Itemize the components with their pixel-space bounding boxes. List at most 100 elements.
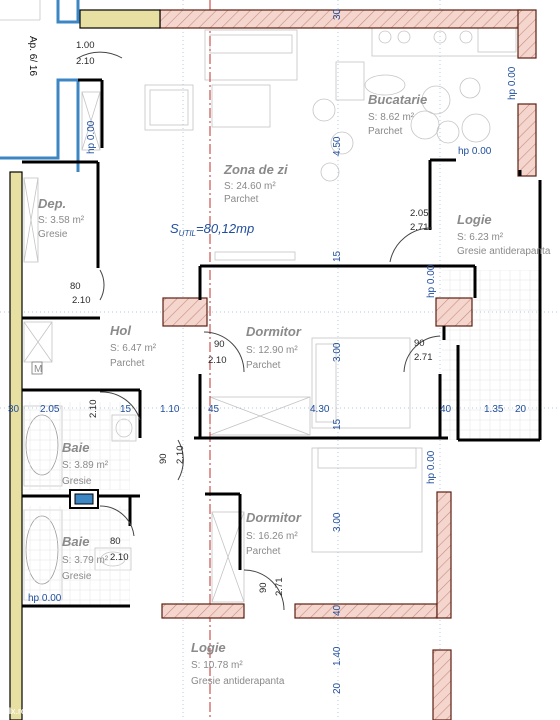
hp-labels: hp 0.00 hp 0.00 hp 0.00 hp 0.00 hp 0.00 … — [28, 66, 518, 604]
apartment-label: Ap. 6/ 16 — [27, 36, 38, 76]
meter-box — [31, 361, 43, 375]
svg-text:3.00: 3.00 — [332, 512, 343, 532]
svg-text:Zona de zi: Zona de zi — [223, 162, 288, 177]
svg-text:S: 6.23 m²: S: 6.23 m² — [457, 232, 504, 243]
svg-text:3.00: 3.00 — [332, 342, 343, 362]
svg-text:2.05: 2.05 — [40, 404, 60, 415]
svg-text:Logie: Logie — [457, 212, 492, 227]
svg-text:Parchet: Parchet — [246, 360, 281, 371]
room-zona-de-zi: Zona de zi S: 24.60 m² Parchet — [223, 162, 288, 205]
svg-text:hp 0.00: hp 0.00 — [28, 593, 62, 604]
svg-text:80: 80 — [70, 281, 81, 292]
svg-text:Gresie: Gresie — [62, 476, 92, 487]
svg-text:S: 12.90 m²: S: 12.90 m² — [246, 345, 298, 356]
svg-text:90: 90 — [214, 339, 225, 350]
svg-text:1.35: 1.35 — [484, 404, 504, 415]
vertical-dimensions: 30 4.50 15 3.00 15 3.00 40 1.40 20 — [332, 8, 343, 694]
structural-elements — [159, 9, 537, 720]
room-bucatarie: Bucatarie S: 8.62 m² Parchet — [368, 92, 427, 137]
svg-text:Logie: Logie — [191, 640, 226, 655]
door-labels: 1.00 2.10 80 2.10 2.05 2.71 90 2.10 90 2… — [70, 40, 433, 596]
total-area-label: SUTIL=80,12mp — [170, 221, 254, 238]
svg-text:4.50: 4.50 — [332, 136, 343, 156]
svg-text:Baie: Baie — [62, 440, 89, 455]
bath1-tile-floor — [20, 402, 130, 490]
svg-text:Baie: Baie — [62, 534, 89, 549]
svg-text:hp 0.00: hp 0.00 — [507, 66, 518, 100]
svg-text:Parchet: Parchet — [224, 194, 259, 205]
svg-text:15: 15 — [332, 418, 343, 430]
svg-text:15: 15 — [120, 404, 132, 415]
svg-text:hp 0.00: hp 0.00 — [426, 450, 437, 484]
svg-text:Dormitor: Dormitor — [246, 510, 302, 525]
svg-text:Parchet: Parchet — [246, 546, 281, 557]
svg-text:30: 30 — [8, 404, 20, 415]
svg-text:S: 3.58 m²: S: 3.58 m² — [38, 215, 85, 226]
watermark: olx.ro — [4, 706, 26, 716]
door-swings — [77, 51, 441, 611]
room-logie-1: Logie S: 6.23 m² Gresie antiderapanta — [457, 212, 551, 257]
svg-text:Hol: Hol — [110, 323, 131, 338]
room-logie-2: Logie S: 10.78 m² Gresie antiderapanta — [191, 640, 285, 687]
svg-text:2.71: 2.71 — [410, 222, 429, 233]
wall-yellow-top — [79, 9, 161, 29]
svg-text:Bucatarie: Bucatarie — [368, 92, 427, 107]
svg-text:2.71: 2.71 — [274, 578, 285, 597]
svg-text:90: 90 — [158, 453, 169, 464]
window-left — [0, 0, 80, 172]
svg-text:S: 6.47 m²: S: 6.47 m² — [110, 343, 157, 354]
svg-text:Dormitor: Dormitor — [246, 324, 302, 339]
meter-label: M — [34, 364, 42, 375]
svg-text:1.10: 1.10 — [160, 404, 180, 415]
svg-text:20: 20 — [332, 682, 343, 694]
dimension-row: 30 2.05 15 1.10 45 4.30 40 1.35 20 — [8, 404, 527, 415]
bath2-tile-floor — [20, 506, 130, 606]
svg-text:Parchet: Parchet — [110, 358, 145, 369]
svg-text:30: 30 — [332, 8, 343, 20]
svg-text:2.10: 2.10 — [208, 355, 227, 366]
svg-text:15: 15 — [332, 250, 343, 262]
svg-text:Parchet: Parchet — [368, 126, 403, 137]
svg-text:Gresie antiderapanta: Gresie antiderapanta — [191, 676, 285, 687]
svg-text:Gresie: Gresie — [38, 229, 68, 240]
svg-text:2.71: 2.71 — [414, 352, 433, 363]
svg-text:hp 0.00: hp 0.00 — [458, 146, 492, 157]
room-hol: Hol S: 6.47 m² Parchet — [110, 323, 157, 369]
room-dormitor-2: Dormitor S: 16.26 m² Parchet — [246, 510, 302, 557]
svg-text:20: 20 — [515, 404, 527, 415]
svg-text:1.00: 1.00 — [76, 40, 95, 51]
svg-text:S: 10.78 m²: S: 10.78 m² — [191, 660, 243, 671]
svg-text:2.10: 2.10 — [76, 56, 95, 67]
room-dormitor-1: Dormitor S: 12.90 m² Parchet — [246, 324, 302, 371]
svg-text:S: 24.60 m²: S: 24.60 m² — [224, 181, 276, 192]
svg-text:Gresie: Gresie — [62, 571, 92, 582]
svg-text:2.10: 2.10 — [72, 295, 91, 306]
svg-text:S: 3.79 m²: S: 3.79 m² — [62, 555, 109, 566]
svg-text:40: 40 — [440, 404, 452, 415]
svg-text:hp 0.00: hp 0.00 — [86, 120, 97, 154]
svg-text:80: 80 — [110, 536, 121, 547]
svg-text:4.30: 4.30 — [310, 404, 330, 415]
room-baie-1: Baie S: 3.89 m² Gresie — [62, 440, 109, 487]
svg-text:45: 45 — [208, 404, 220, 415]
walls — [22, 78, 542, 608]
svg-text:Dep.: Dep. — [38, 196, 66, 211]
svg-text:hp 0.00: hp 0.00 — [426, 264, 437, 298]
svg-text:40: 40 — [332, 604, 343, 616]
wall-yellow-left — [9, 171, 23, 720]
svg-text:2.10: 2.10 — [110, 552, 129, 563]
svg-text:S: 3.89 m²: S: 3.89 m² — [62, 460, 109, 471]
svg-text:2.05: 2.05 — [410, 208, 429, 219]
room-dep: Dep. S: 3.58 m² Gresie — [38, 196, 85, 240]
svg-text:90: 90 — [258, 582, 269, 593]
svg-text:90: 90 — [414, 338, 425, 349]
shaft-inner — [74, 493, 94, 505]
room-baie-2: Baie S: 3.79 m² Gresie — [62, 534, 109, 582]
svg-text:1.40: 1.40 — [332, 646, 343, 666]
svg-text:S: 8.62 m²: S: 8.62 m² — [368, 112, 415, 123]
svg-text:Gresie antiderapanta: Gresie antiderapanta — [457, 246, 551, 257]
svg-text:S: 16.26 m²: S: 16.26 m² — [246, 531, 298, 542]
svg-text:2.10: 2.10 — [88, 400, 99, 419]
svg-text:2.10: 2.10 — [175, 446, 186, 465]
